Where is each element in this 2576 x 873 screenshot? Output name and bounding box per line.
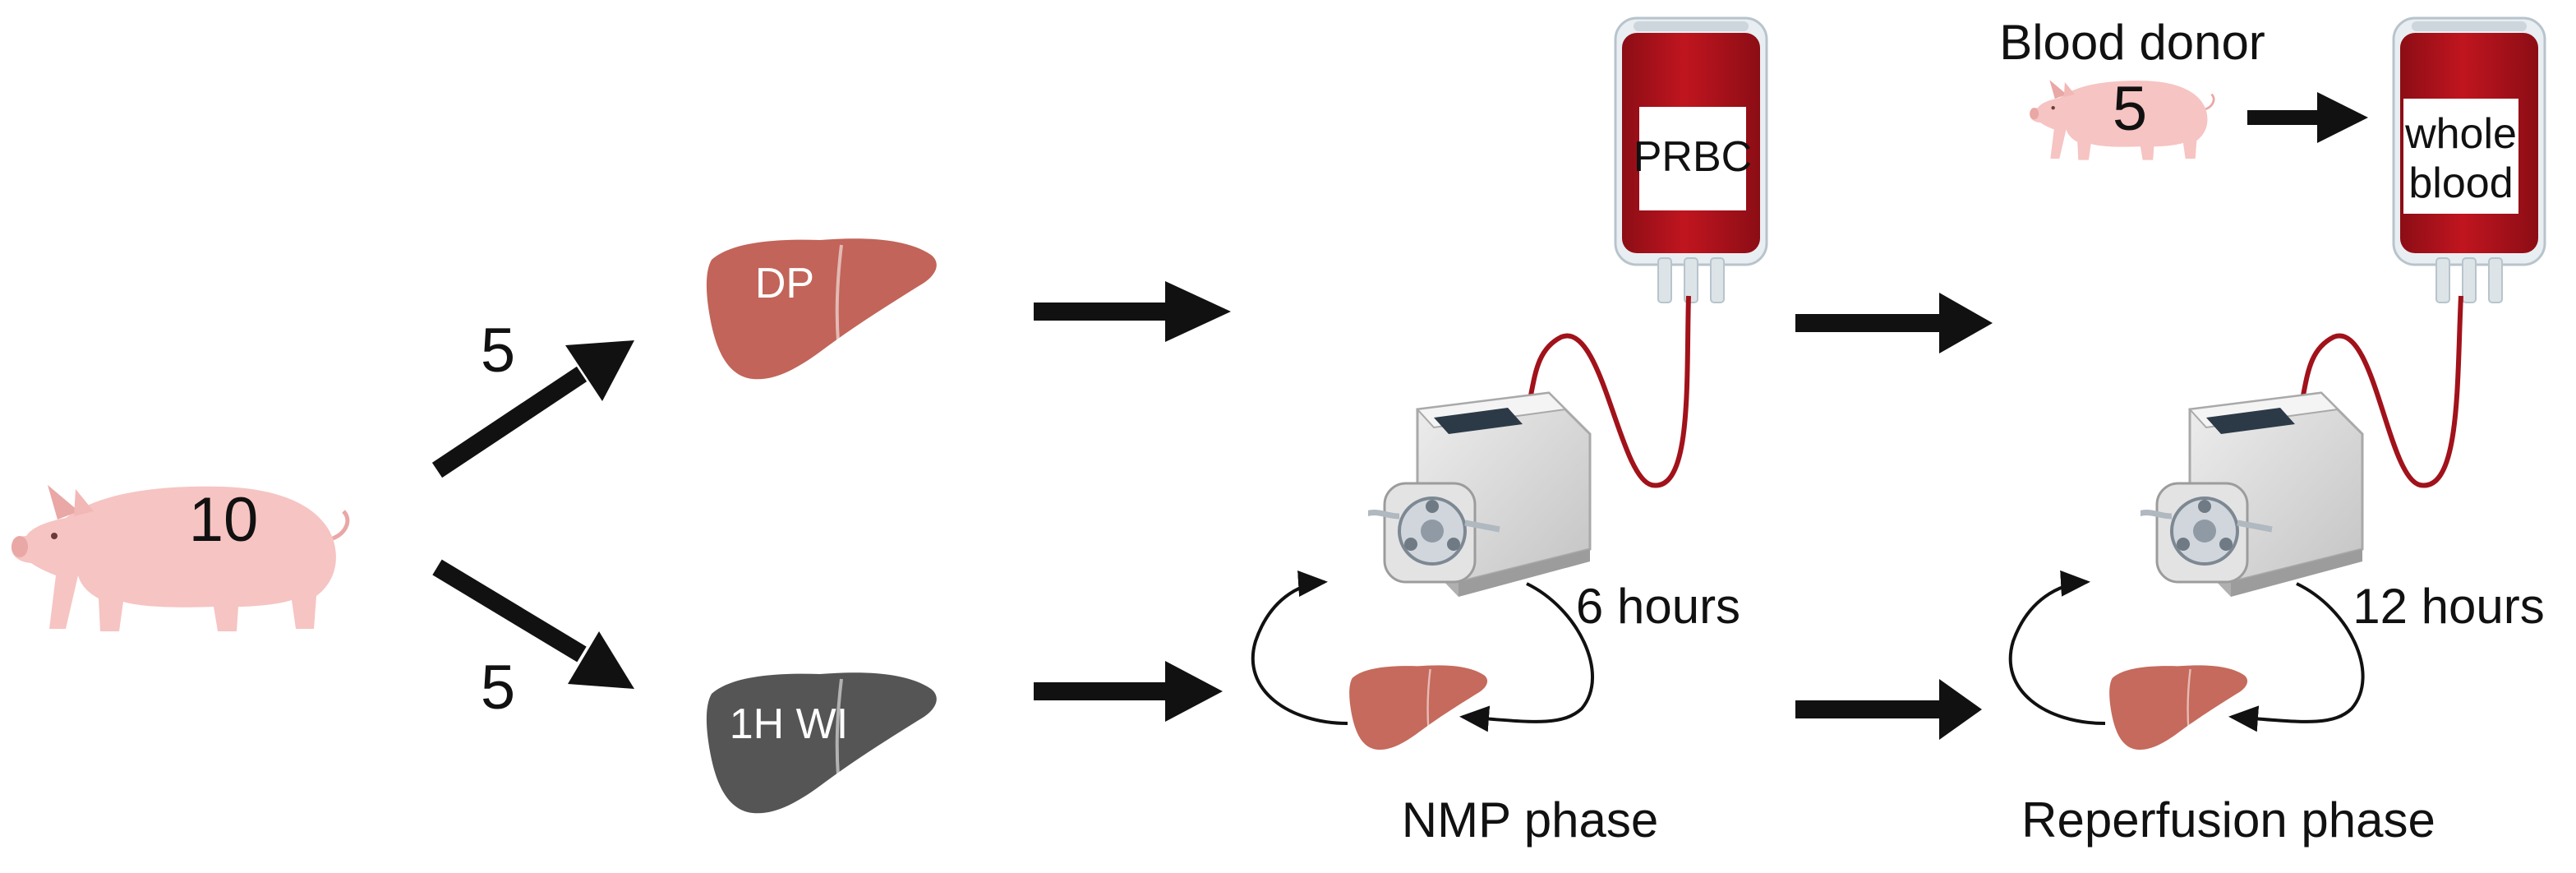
nmp-phase-label: NMP phase (1402, 792, 1658, 848)
liver-icon (1348, 664, 1489, 751)
nmp-duration: 6 hours (1576, 579, 1740, 634)
arrow-donor-to-bag (2247, 92, 2368, 143)
source-pig-count: 10 (189, 485, 259, 555)
branch-arrow-top (431, 340, 634, 478)
circuit-arrow (2008, 570, 2106, 725)
bag-reperfusion-line1: whole (2404, 110, 2517, 158)
reperfusion-duration: 12 hours (2353, 579, 2545, 634)
donor-title: Blood donor (1999, 15, 2265, 70)
liver-bottom-label: 1H WI (730, 700, 848, 748)
pig-icon (12, 485, 348, 631)
perfusion-machine-icon (2132, 393, 2362, 597)
branch-arrow-bottom (432, 559, 634, 689)
perfusion-machine-icon (1360, 393, 1590, 597)
bag-label-box (1639, 107, 1746, 210)
branch-top-count: 5 (481, 316, 515, 386)
liver-icon (2108, 664, 2249, 751)
bag-nmp-label: PRBC (1634, 133, 1752, 181)
arrow-to-reperfusion-top (1795, 293, 1993, 353)
blood-tube (2290, 295, 2463, 488)
bag-label-box (2403, 99, 2518, 214)
donor-count: 5 (2113, 74, 2147, 144)
reperfusion-phase-label: Reperfusion phase (2021, 792, 2435, 848)
circuit-arrow (1459, 582, 1595, 732)
blood-tube (1518, 295, 1691, 488)
bag-reperfusion-line2: blood (2408, 159, 2513, 207)
liver-icon (704, 237, 938, 381)
arrow-to-reperfusion-bottom (1795, 679, 1982, 740)
arrow-to-nmp-top (1034, 281, 1231, 342)
arrow-to-nmp-bottom (1034, 661, 1223, 722)
liver-top-label: DP (755, 260, 814, 307)
circuit-arrow (1251, 570, 1348, 725)
circuit-arrow (2228, 582, 2365, 732)
branch-bottom-count: 5 (481, 653, 515, 723)
